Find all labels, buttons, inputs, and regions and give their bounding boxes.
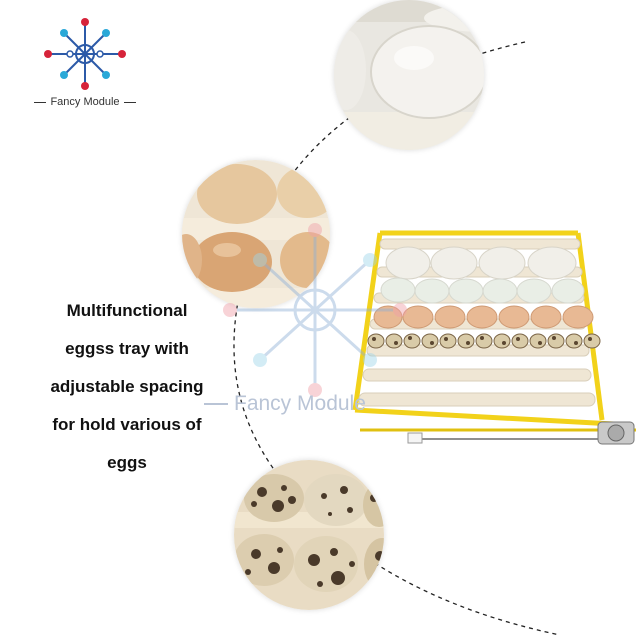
description-line: adjustable spacing [50, 377, 204, 396]
description-line: eggs [107, 453, 147, 472]
product-description: Multifunctional eggss tray with adjustab… [22, 292, 232, 482]
description-line: for hold various of [52, 415, 202, 434]
detail-photo-large-egg [334, 0, 484, 150]
brand-name: Fancy Module [20, 96, 150, 108]
detail-photo-quail-eggs [234, 460, 384, 610]
circuit-logo-icon [44, 18, 126, 90]
brand-logo: Fancy Module [20, 14, 150, 114]
detail-photo-brown-eggs [182, 160, 330, 308]
description-line: Multifunctional [66, 301, 188, 320]
description-line: eggss tray with [65, 339, 189, 358]
egg-tray-product [352, 230, 636, 445]
